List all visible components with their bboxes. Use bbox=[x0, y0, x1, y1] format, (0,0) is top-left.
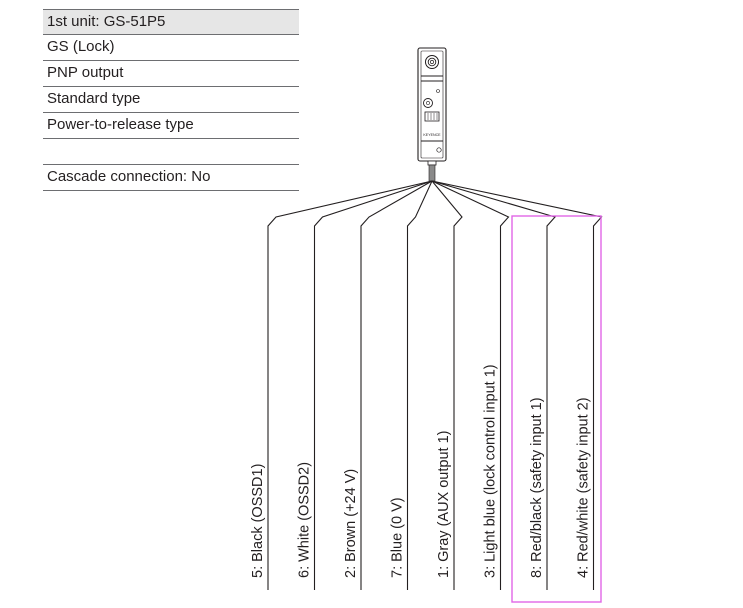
wire-redwhite-safety2 bbox=[431, 180, 603, 590]
wire-label-blue: 7: Blue (0 V) bbox=[390, 497, 406, 578]
wire-blue-0v bbox=[406, 180, 433, 590]
spec-row-cascade: Cascade connection: No bbox=[43, 165, 299, 191]
wire-labels: 5: Black (OSSD1) 6: White (OSSD2) 2: Bro… bbox=[250, 364, 592, 578]
wire-label-redwhite: 4: Red/white (safety input 2) bbox=[576, 397, 592, 578]
wire-gray-aux1 bbox=[431, 180, 463, 590]
wire-lightblue-lock1 bbox=[431, 180, 510, 590]
wire-label-lightblue: 3: Light blue (lock control input 1) bbox=[483, 364, 499, 578]
device-switch: KEYENCE bbox=[417, 47, 447, 182]
wire-label-brown: 2: Brown (+24 V) bbox=[343, 469, 359, 578]
wire-bundle bbox=[267, 180, 603, 590]
spec-row-type: GS (Lock) bbox=[43, 35, 299, 61]
wire-white-ossd2 bbox=[313, 180, 433, 590]
wire-label-black: 5: Black (OSSD1) bbox=[250, 464, 266, 578]
wire-brown-24v bbox=[360, 180, 433, 590]
spec-row-unit: 1st unit: GS-51P5 bbox=[43, 9, 299, 35]
device-brand: KEYENCE bbox=[423, 133, 441, 137]
spec-row-standard: Standard type bbox=[43, 87, 299, 113]
spec-row-output: PNP output bbox=[43, 61, 299, 87]
safety-input-highlight bbox=[511, 215, 602, 603]
wire-black-ossd1 bbox=[267, 180, 433, 590]
spec-row-blank bbox=[43, 139, 299, 165]
wire-label-gray: 1: Gray (AUX output 1) bbox=[436, 431, 452, 578]
wire-label-white: 6: White (OSSD2) bbox=[297, 462, 313, 578]
spec-table: 1st unit: GS-51P5 GS (Lock) PNP output S… bbox=[43, 9, 299, 191]
spec-row-release: Power-to-release type bbox=[43, 113, 299, 139]
wire-label-redblack: 8: Red/black (safety input 1) bbox=[529, 397, 545, 578]
wire-redblack-safety1 bbox=[431, 180, 556, 590]
